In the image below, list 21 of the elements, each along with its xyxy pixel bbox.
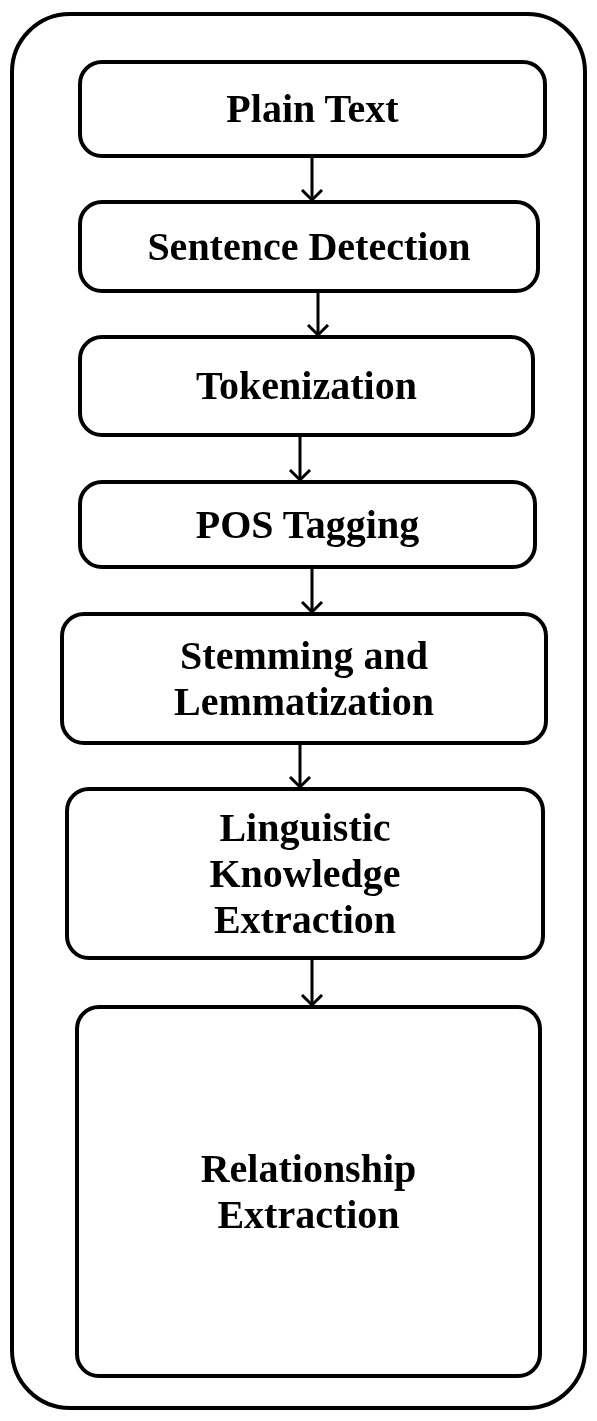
process-box [78, 335, 535, 437]
process-box [78, 60, 547, 158]
box-label: Linguistic Knowledge Extraction [208, 804, 402, 943]
box-label: POS Tagging [195, 501, 420, 548]
arrow [300, 960, 324, 1007]
arrow [288, 437, 312, 482]
box-label: Sentence Detection [147, 223, 471, 270]
box-label: Plain Text [226, 86, 399, 132]
box-label: Tokenization [196, 363, 417, 409]
container-box [10, 12, 587, 1410]
process-box [75, 1005, 542, 1378]
arrow [300, 569, 324, 614]
process-box [78, 200, 540, 293]
box-label: Stemming and Lemmatization [173, 632, 435, 725]
arrow [288, 745, 312, 789]
process-box [78, 480, 537, 569]
arrow [300, 158, 324, 202]
process-box [60, 612, 548, 745]
process-box [65, 787, 545, 960]
box-label: Relationship Extraction [199, 1145, 418, 1238]
arrow [306, 293, 330, 337]
